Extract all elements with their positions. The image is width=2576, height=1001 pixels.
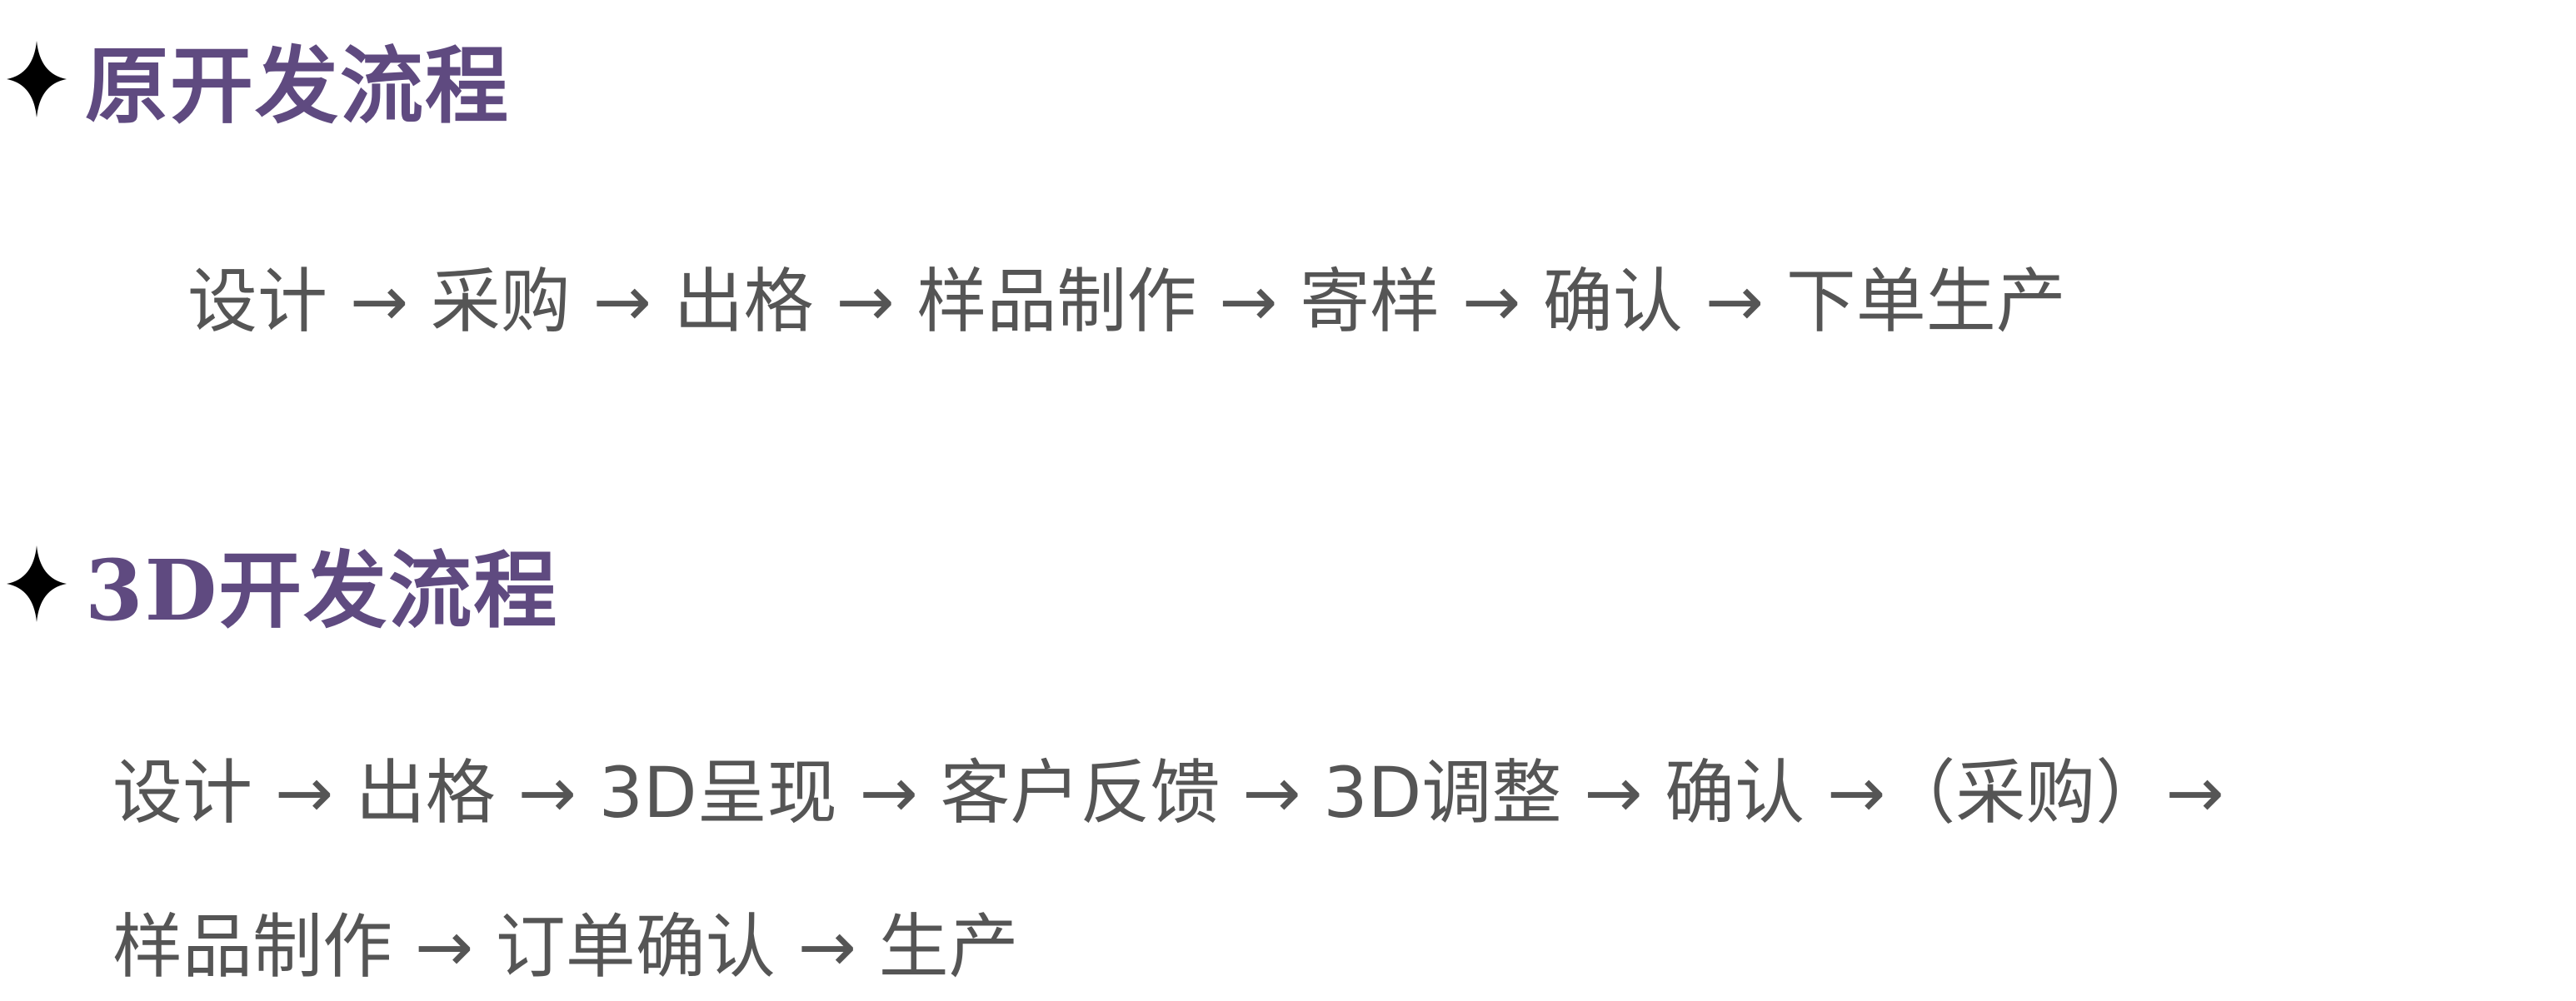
four-point-star-icon (7, 545, 67, 622)
four-point-star-icon (7, 40, 67, 117)
heading-text: 原开发流程 (85, 37, 510, 135)
heading-text: 3D开发流程 (85, 541, 559, 640)
process-flow-line: 设计 → 采购 → 出格 → 样品制作 → 寄样 → 确认 → 下单生产 (187, 261, 2066, 342)
process-flow-line: 样品制作 → 订单确认 → 生产 (112, 906, 1019, 988)
section-heading-3d-process: 3D开发流程 (7, 523, 558, 644)
process-flow-line: 设计 → 出格 → 3D呈现 → 客户反馈 → 3D调整 → 确认 →（采购）→ (112, 752, 2224, 834)
section-heading-original-process: 原开发流程 (7, 18, 510, 139)
